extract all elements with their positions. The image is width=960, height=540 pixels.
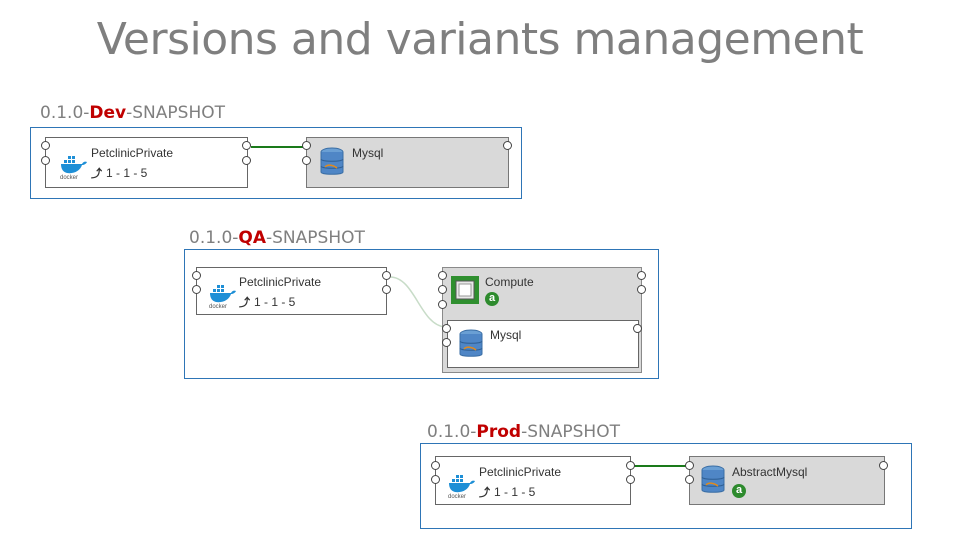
db-node[interactable]: Mysql (306, 137, 509, 188)
port[interactable] (685, 461, 694, 470)
abstract-badge-icon: a (732, 484, 746, 498)
docker-icon (58, 150, 88, 180)
variant-label-prod: 0.1.0-Prod-SNAPSHOT (427, 422, 620, 442)
version-suffix: -SNAPSHOT (266, 228, 365, 248)
port[interactable] (192, 285, 201, 294)
relationship-link (251, 146, 306, 148)
app-node[interactable]: PetclinicPrivate ⤴1 - 1 - 5 (435, 456, 631, 505)
port[interactable] (503, 141, 512, 150)
port[interactable] (382, 271, 391, 280)
port[interactable] (879, 461, 888, 470)
abstract-badge-icon: a (485, 292, 499, 306)
version-prefix: 0.1.0- (189, 228, 239, 248)
version-prefix: 0.1.0- (40, 103, 90, 123)
node-name: Mysql (490, 328, 522, 342)
port[interactable] (431, 461, 440, 470)
compute-chip-icon (451, 276, 479, 304)
db-node[interactable]: Mysql (447, 320, 639, 368)
compute-node[interactable]: Compute a Mysql (442, 267, 642, 373)
port[interactable] (442, 324, 451, 333)
env-name: Prod (476, 422, 522, 442)
port[interactable] (626, 475, 635, 484)
env-name: Dev (89, 103, 127, 123)
port[interactable] (633, 324, 642, 333)
database-icon (458, 329, 484, 359)
port[interactable] (242, 141, 251, 150)
port[interactable] (438, 271, 447, 280)
node-version: ⤴1 - 1 - 5 (479, 485, 536, 499)
app-node[interactable]: PetclinicPrivate ⤴1 - 1 - 5 (45, 137, 248, 188)
relationship-link (634, 465, 689, 467)
page-title: Versions and variants management (96, 14, 864, 65)
port[interactable] (431, 475, 440, 484)
docker-icon (446, 469, 476, 499)
port[interactable] (382, 285, 391, 294)
port[interactable] (442, 338, 451, 347)
topology-panel-prod: PetclinicPrivate ⤴1 - 1 - 5 AbstractMysq… (420, 443, 912, 529)
topology-panel-dev: PetclinicPrivate ⤴1 - 1 - 5 Mysql (30, 127, 522, 199)
node-name: PetclinicPrivate (239, 275, 322, 289)
node-name: PetclinicPrivate (479, 465, 562, 479)
version-suffix: -SNAPSHOT (521, 422, 620, 442)
node-version: ⤴1 - 1 - 5 (91, 166, 148, 180)
port[interactable] (637, 285, 646, 294)
port[interactable] (41, 156, 50, 165)
database-icon (319, 147, 345, 177)
port[interactable] (637, 271, 646, 280)
port[interactable] (302, 156, 311, 165)
port[interactable] (192, 271, 201, 280)
port[interactable] (438, 285, 447, 294)
app-node[interactable]: PetclinicPrivate ⤴1 - 1 - 5 (196, 267, 387, 315)
node-name: PetclinicPrivate (91, 146, 174, 160)
port[interactable] (242, 156, 251, 165)
docker-icon (207, 279, 237, 309)
db-node[interactable]: AbstractMysql a (689, 456, 885, 505)
node-name: AbstractMysql (732, 465, 808, 479)
variant-label-dev: 0.1.0-Dev-SNAPSHOT (40, 103, 225, 123)
variant-label-qa: 0.1.0-QA-SNAPSHOT (189, 228, 365, 248)
node-name: Compute (485, 275, 534, 289)
port[interactable] (41, 141, 50, 150)
topology-panel-qa: PetclinicPrivate ⤴1 - 1 - 5 Compute a My… (184, 249, 659, 379)
version-prefix: 0.1.0- (427, 422, 477, 442)
env-name: QA (238, 228, 266, 248)
node-version: ⤴1 - 1 - 5 (239, 295, 296, 309)
port[interactable] (438, 300, 447, 309)
version-suffix: -SNAPSHOT (126, 103, 225, 123)
port[interactable] (302, 141, 311, 150)
node-name: Mysql (352, 146, 384, 160)
database-icon (700, 465, 726, 495)
relationship-link (389, 276, 446, 328)
port[interactable] (685, 475, 694, 484)
port[interactable] (626, 461, 635, 470)
